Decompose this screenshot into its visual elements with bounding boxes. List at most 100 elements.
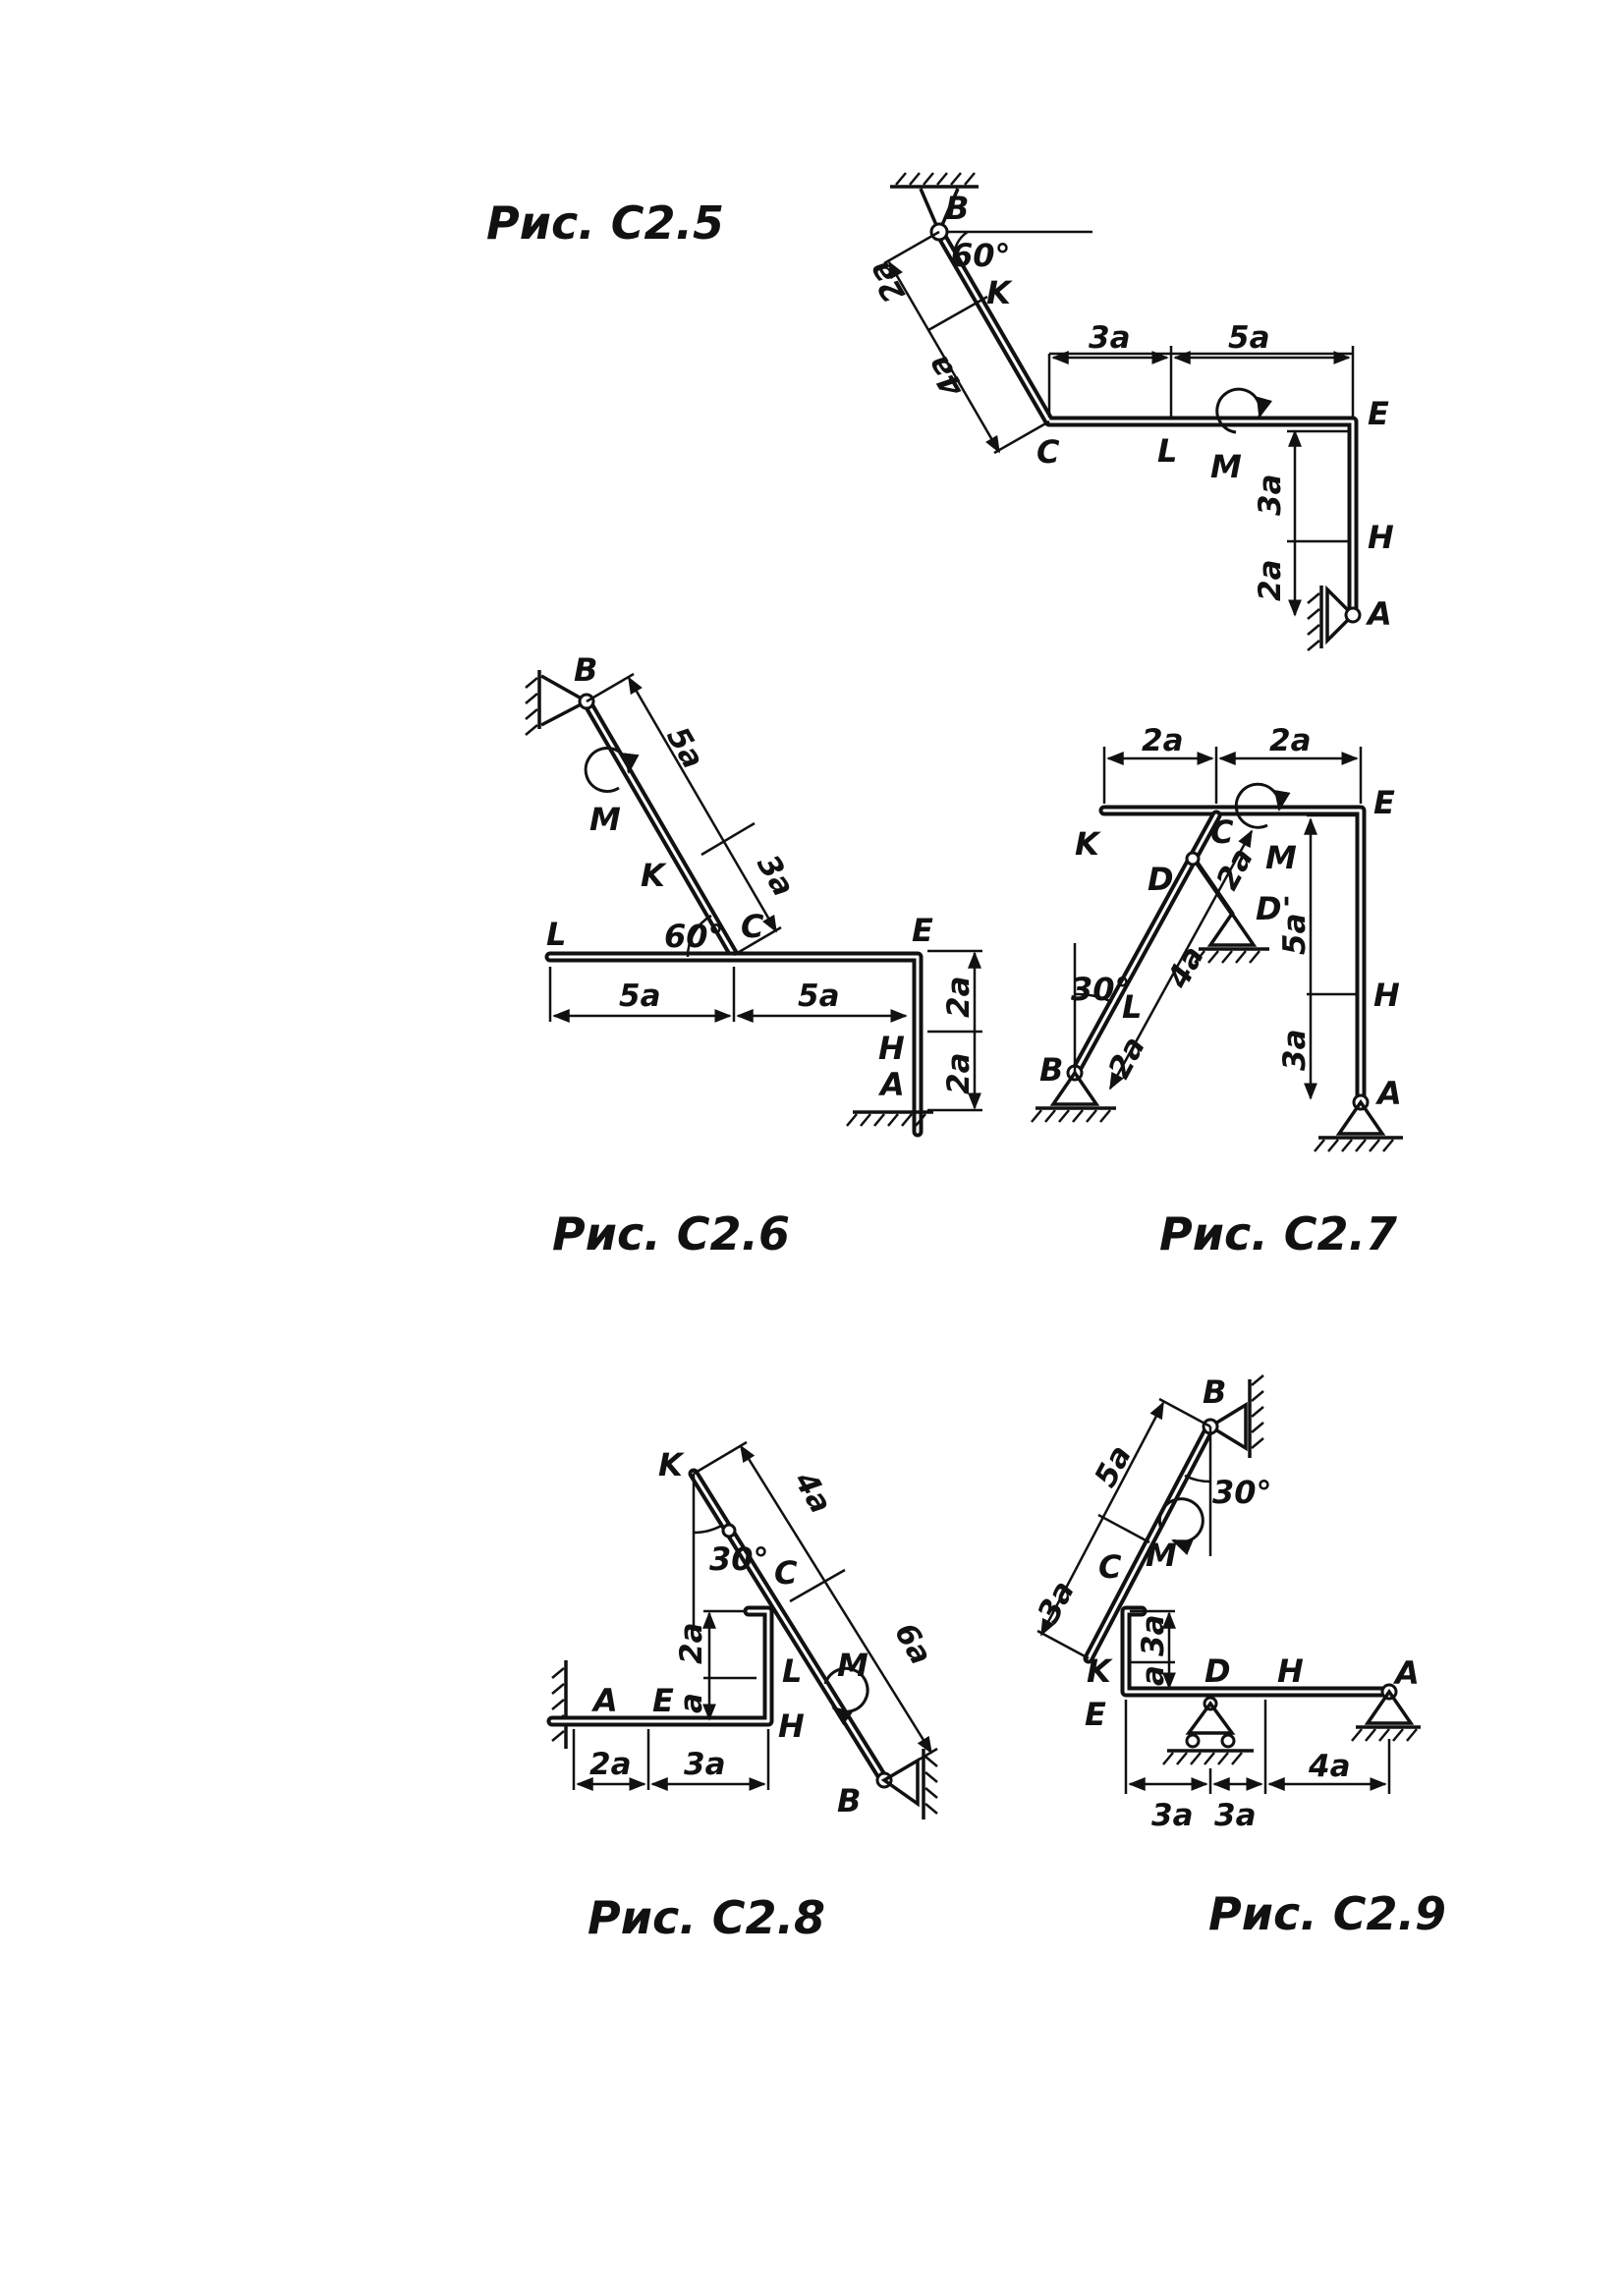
dim-2a-top-right: 2a — [1269, 723, 1312, 758]
dim-a-vertical: a — [1136, 1665, 1171, 1686]
label-c: C — [1036, 433, 1060, 471]
label-e: E — [1085, 1696, 1106, 1733]
moment-m-c2-6 — [584, 747, 640, 793]
label-m: M — [837, 1647, 868, 1684]
dim-3a-horizontal-right: 3a — [1214, 1798, 1257, 1833]
label-e: E — [1368, 395, 1389, 432]
dim-a-vertical: a — [674, 1693, 709, 1713]
caption-c2-9: Рис. С2.9 — [1208, 1887, 1446, 1940]
label-k: K — [658, 1446, 685, 1483]
label-a: A — [877, 1066, 905, 1103]
label-e: E — [652, 1682, 674, 1719]
dim-3a-vertical: 3a — [1277, 1030, 1313, 1072]
label-h: H — [1277, 1652, 1304, 1690]
pin-support-b-c2-8 — [880, 1749, 938, 1819]
moment-m-c2-5 — [1215, 387, 1273, 434]
label-m: M — [1210, 448, 1242, 485]
dim-5a-vertical: 5a — [1277, 914, 1313, 956]
label-h: H — [878, 1030, 905, 1067]
dim-3a-horizontal-left: 3a — [1151, 1798, 1194, 1833]
label-k: K — [1075, 825, 1101, 863]
label-d: D — [1148, 861, 1174, 898]
dim-5a-inclined: 5a — [659, 721, 710, 775]
dim-5a-inclined: 5a — [1088, 1439, 1139, 1492]
label-angle: 30° — [709, 1540, 769, 1578]
figure-c2-7: Рис. С2.7 — [1031, 723, 1403, 1260]
label-angle: 60° — [951, 237, 1011, 274]
label-l: L — [1122, 988, 1142, 1026]
label-a: A — [590, 1682, 618, 1719]
label-a: A — [1374, 1075, 1402, 1112]
dim-5a-left: 5a — [619, 979, 661, 1014]
pin-support-a-c2-7 — [1314, 1098, 1403, 1152]
dim-2a-lower: 2a — [941, 1053, 977, 1095]
dim-5a-horizontal: 5a — [1228, 320, 1270, 356]
label-k: K — [986, 274, 1013, 311]
dim-2a-top-left: 2a — [1142, 723, 1184, 758]
dim-2a-inclined-bottom: 2a — [1101, 1031, 1152, 1084]
figure-c2-5: Рис. С2.5 2a 4a — [486, 172, 1394, 651]
caption-c2-7: Рис. С2.7 — [1159, 1207, 1397, 1260]
dim-line-inclined — [887, 260, 1001, 454]
pin-support-a — [1307, 585, 1362, 651]
fixed-support-b — [890, 172, 979, 237]
label-c: C — [1098, 1548, 1122, 1586]
label-k: K — [1087, 1652, 1113, 1690]
label-e: E — [1373, 784, 1395, 821]
label-k: K — [641, 857, 667, 894]
label-b: B — [1203, 1373, 1226, 1411]
label-l: L — [782, 1652, 802, 1690]
dim-2a-vertical: 2a — [1253, 560, 1288, 602]
label-angle: 60° — [664, 918, 724, 955]
label-c: C — [1210, 813, 1234, 851]
dim-3a-horizontal: 3a — [1089, 320, 1131, 356]
figure-c2-6: Рис. С2.6 5a 3a — [525, 651, 982, 1260]
label-e: E — [912, 912, 933, 949]
dim-4a-inclined: 4a — [787, 1465, 839, 1520]
label-c: C — [774, 1554, 798, 1592]
dim-4a-horizontal: 4a — [1308, 1749, 1351, 1784]
caption-c2-6: Рис. С2.6 — [552, 1207, 790, 1260]
pin-support-b-c2-7 — [1031, 1069, 1116, 1123]
pin-support-b-c2-9 — [1206, 1374, 1264, 1458]
label-b: B — [837, 1782, 861, 1819]
moment-m-c2-7 — [1234, 782, 1291, 829]
dim-6a-inclined: 6a — [887, 1617, 938, 1671]
label-a: A — [1392, 1654, 1420, 1692]
dim-3a-vertical: 3a — [1136, 1615, 1171, 1657]
label-h: H — [778, 1707, 805, 1745]
dim-2a-upper: 2a — [941, 977, 977, 1019]
label-l: L — [1157, 432, 1177, 470]
label-m: M — [1146, 1537, 1177, 1574]
dim-5a-right: 5a — [798, 979, 840, 1014]
label-angle: 30° — [1071, 971, 1131, 1008]
label-b: B — [945, 190, 969, 227]
dim-3a-vertical: 3a — [1253, 475, 1288, 517]
label-b: B — [574, 651, 597, 689]
label-m: M — [1265, 839, 1297, 876]
label-m: M — [589, 801, 621, 838]
roller-support-d — [1162, 1696, 1254, 1765]
caption-c2-8: Рис. С2.8 — [588, 1891, 825, 1944]
dim-3a-inclined: 3a — [1031, 1575, 1082, 1628]
dim-2a-horizontal: 2a — [589, 1747, 632, 1782]
label-c: C — [741, 908, 764, 945]
label-d-prime: D' — [1256, 890, 1291, 927]
label-l: L — [546, 916, 566, 953]
label-b: B — [1039, 1051, 1063, 1089]
dim-2a-vertical: 2a — [674, 1623, 709, 1665]
label-h: H — [1368, 519, 1394, 556]
fixed-wall-a — [551, 1660, 568, 1749]
figure-c2-8: Рис. С2.8 4a 6a — [546, 1440, 938, 1944]
label-d: D — [1204, 1652, 1231, 1690]
label-angle: 30° — [1212, 1474, 1272, 1511]
dim-3a-horizontal: 3a — [684, 1747, 726, 1782]
caption-c2-5: Рис. С2.5 — [486, 196, 724, 250]
dim-4a-inclined: 4a — [921, 349, 973, 404]
label-h: H — [1373, 977, 1400, 1014]
label-a: A — [1365, 595, 1392, 633]
dim-2a-inclined: 2a — [862, 254, 913, 308]
figure-c2-9: Рис. С2.9 — [1031, 1373, 1446, 1940]
dim-3a-inclined: 3a — [750, 849, 801, 903]
